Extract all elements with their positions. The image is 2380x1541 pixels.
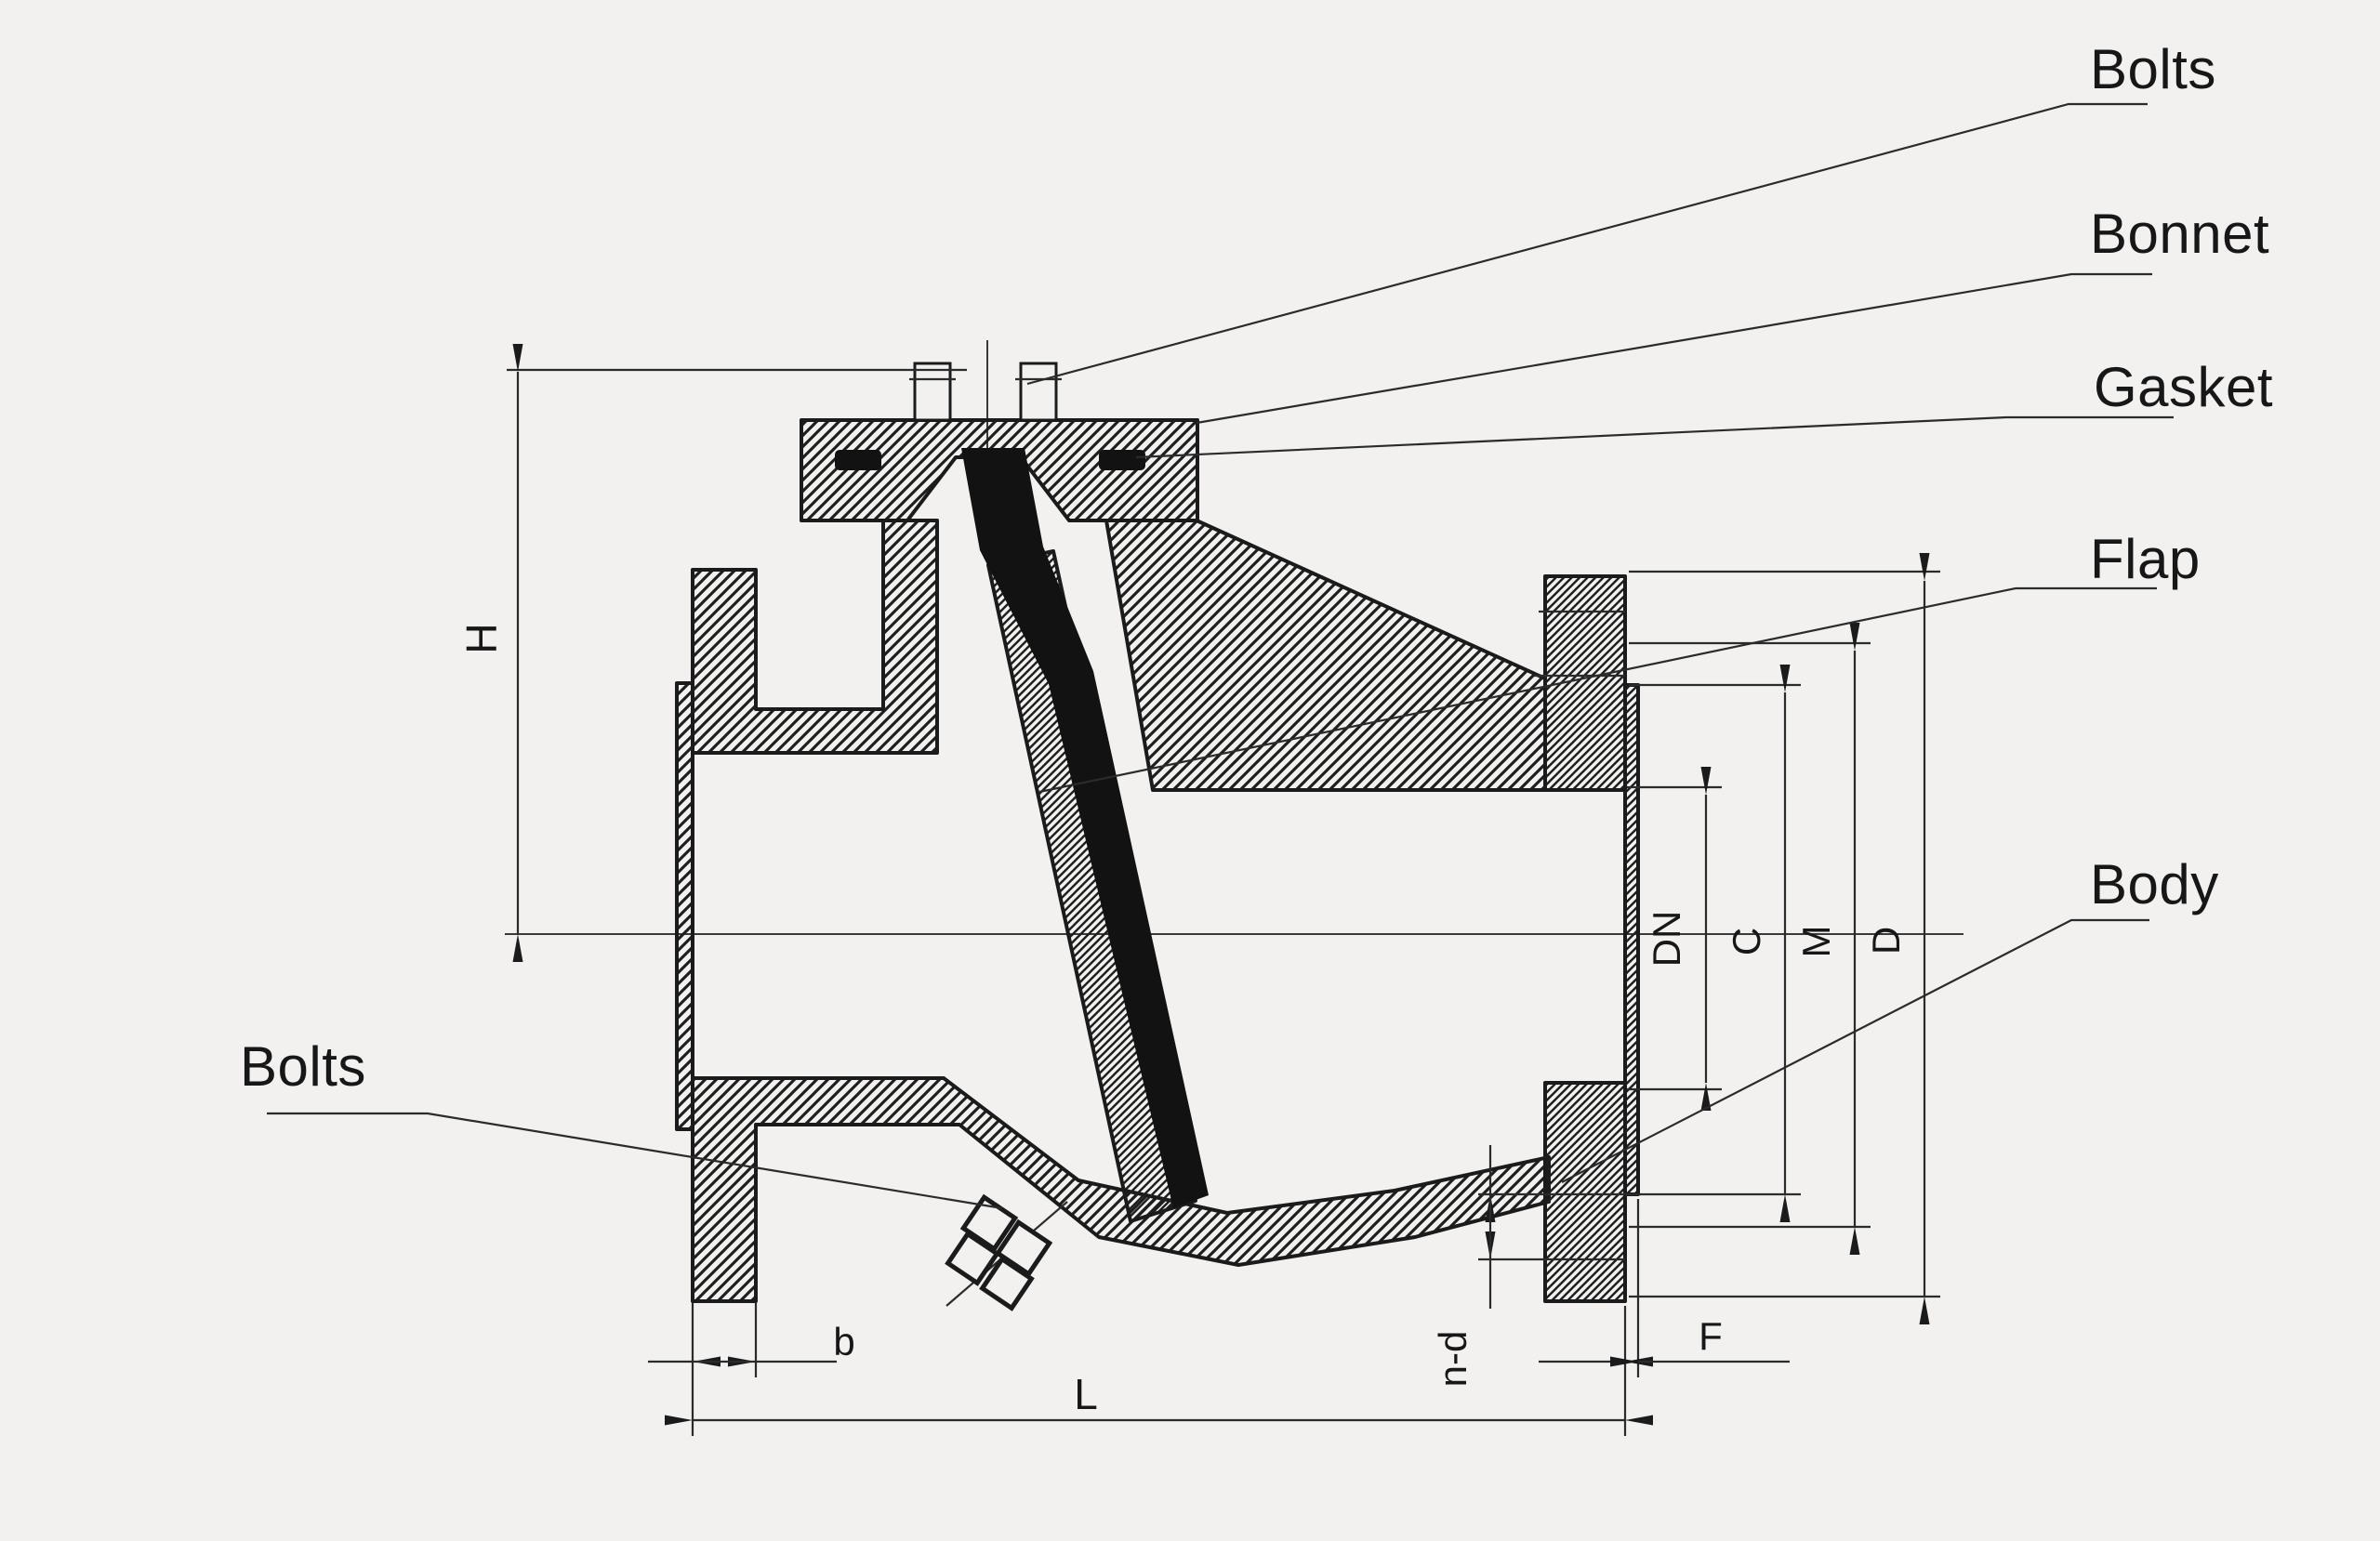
dim-c-label: C xyxy=(1725,928,1768,955)
bolt-stud-left xyxy=(913,362,952,422)
leader-flap xyxy=(1038,586,2157,794)
flap-hinge-arm xyxy=(961,448,1209,1208)
dim-b: b xyxy=(648,1303,855,1436)
dim-b-label: b xyxy=(833,1320,854,1363)
label-gasket: Gasket xyxy=(2094,356,2273,418)
leader-body xyxy=(1561,918,2149,1183)
body-upper-right-wall xyxy=(1104,519,1547,792)
flap-bolt-nut-2 xyxy=(994,1218,1053,1278)
leader-bolts-top xyxy=(1026,102,2148,386)
dim-m-label: M xyxy=(1794,926,1838,958)
leader-bolts-bottom xyxy=(267,1112,1003,1210)
dim-d-label: D xyxy=(1864,927,1908,955)
dim-f: F xyxy=(1539,1199,1790,1436)
outlet-flange-bottom xyxy=(1543,1081,1627,1303)
dim-h-label: H xyxy=(457,623,506,653)
bonnet-bolts xyxy=(909,362,1062,422)
dim-d: D xyxy=(1629,553,1940,1324)
leader-bonnet xyxy=(1196,272,2152,425)
dim-dn: DN xyxy=(1627,767,1722,1111)
label-bolts-top: Bolts xyxy=(2090,38,2216,100)
label-body: Body xyxy=(2090,853,2219,915)
flap-bolts xyxy=(945,1193,1068,1311)
flap-bolt-nut-3 xyxy=(945,1231,1000,1286)
dim-nd-label: n-d xyxy=(1431,1331,1474,1388)
inlet-raised-face xyxy=(675,681,694,1131)
dim-m: M xyxy=(1629,623,1871,1255)
dim-c: C xyxy=(1478,665,1801,1222)
dim-dn-label: DN xyxy=(1645,911,1688,968)
label-flap: Flap xyxy=(2090,528,2201,590)
dim-l-label: L xyxy=(1074,1370,1098,1418)
gasket-left xyxy=(835,450,881,470)
leader-labels: Bolts Bonnet Gasket Flap Body Bolts xyxy=(240,38,2273,1210)
bolt-stud-right xyxy=(1019,362,1058,422)
leader-gasket xyxy=(1135,415,2174,459)
label-bonnet: Bonnet xyxy=(2090,203,2269,265)
gasket-right xyxy=(1099,450,1145,470)
label-bolts-bottom: Bolts xyxy=(240,1035,366,1098)
dim-h: H xyxy=(457,344,967,962)
inlet-flange-top xyxy=(691,519,939,755)
outlet-raised-face xyxy=(1623,683,1640,1196)
dim-l: L xyxy=(665,1370,1653,1426)
dim-f-label: F xyxy=(1699,1314,1723,1358)
flap-bolt-nut-4 xyxy=(979,1256,1035,1311)
dim-nd: n-d xyxy=(1431,1145,1625,1387)
